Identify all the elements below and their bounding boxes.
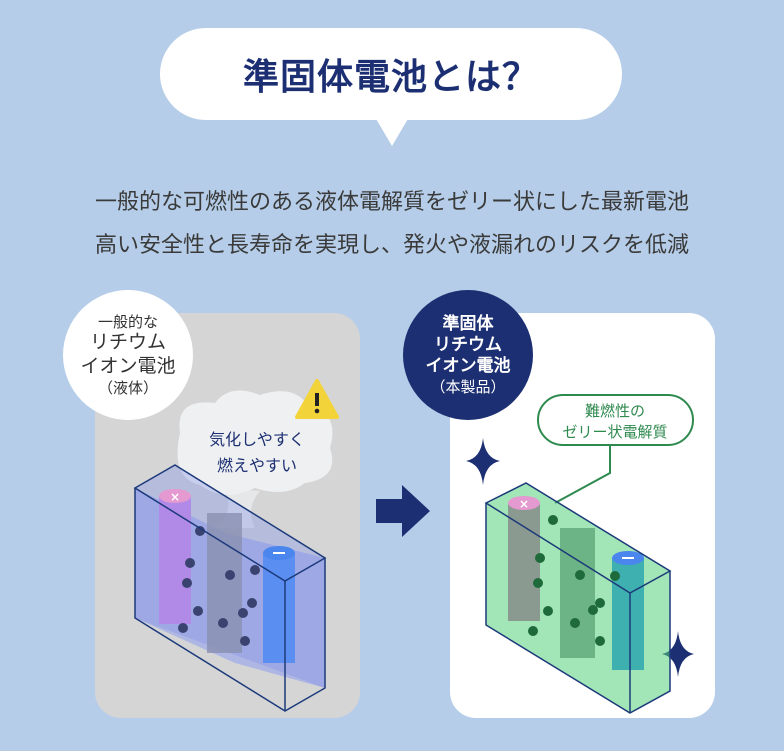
title-bubble: 準固体電池とは？ — [160, 28, 622, 120]
separator — [207, 513, 242, 653]
cloud-text-2: 燃えやすい — [217, 456, 297, 475]
svg-text:×: × — [170, 490, 180, 504]
badge-line: イオン電池 — [425, 356, 511, 377]
cloud-text-1: 気化しやすく — [209, 430, 305, 449]
badge-line: イオン電池 — [80, 355, 176, 377]
warning-triangle-icon — [295, 379, 339, 419]
subtitle-line-2: 高い安全性と長寿命を実現し、発火や液漏れのリスクを低減 — [94, 233, 689, 258]
negative-electrode — [612, 551, 644, 670]
separator — [560, 528, 595, 658]
liquid-battery-illustration: 気化しやすく 燃えやすい × — [133, 379, 339, 712]
badge-line: 一般的な — [97, 312, 158, 331]
semi-solid-battery-badge: 準固体 リチウム イオン電池 （本製品） — [403, 290, 533, 420]
arrow-right-icon — [376, 485, 430, 537]
sparkle-icon — [662, 631, 694, 677]
positive-electrode: × — [508, 496, 540, 621]
ions — [528, 515, 620, 646]
positive-electrode: × — [159, 489, 191, 624]
badge-line: リチウム — [434, 335, 502, 355]
battery-cell: × — [133, 464, 327, 712]
ions — [178, 526, 260, 646]
callout-text-1: 難燃性の — [585, 402, 645, 420]
page-title: 準固体電池とは？ — [242, 57, 539, 98]
subtitle-line-1: 一般的な可燃性のある液体電解質をゼリー状にした最新電池 — [94, 190, 689, 215]
svg-text:×: × — [519, 497, 529, 511]
badge-line: （本製品） — [430, 377, 506, 396]
callout-text-2: ゼリー状電解質 — [562, 423, 667, 441]
electrolyte-callout — [537, 394, 694, 446]
negative-electrode — [263, 546, 295, 663]
sparkle-icon — [466, 438, 500, 485]
battery-cell: × — [484, 482, 672, 714]
liquid-battery-badge: 一般的な リチウム イオン電池 （液体） — [63, 290, 193, 420]
semi-solid-battery-illustration: 難燃性の ゼリー状電解質 × — [466, 394, 694, 714]
badge-line: （液体） — [97, 378, 158, 397]
badge-line: リチウム — [89, 331, 166, 354]
badge-line: 準固体 — [442, 313, 494, 334]
